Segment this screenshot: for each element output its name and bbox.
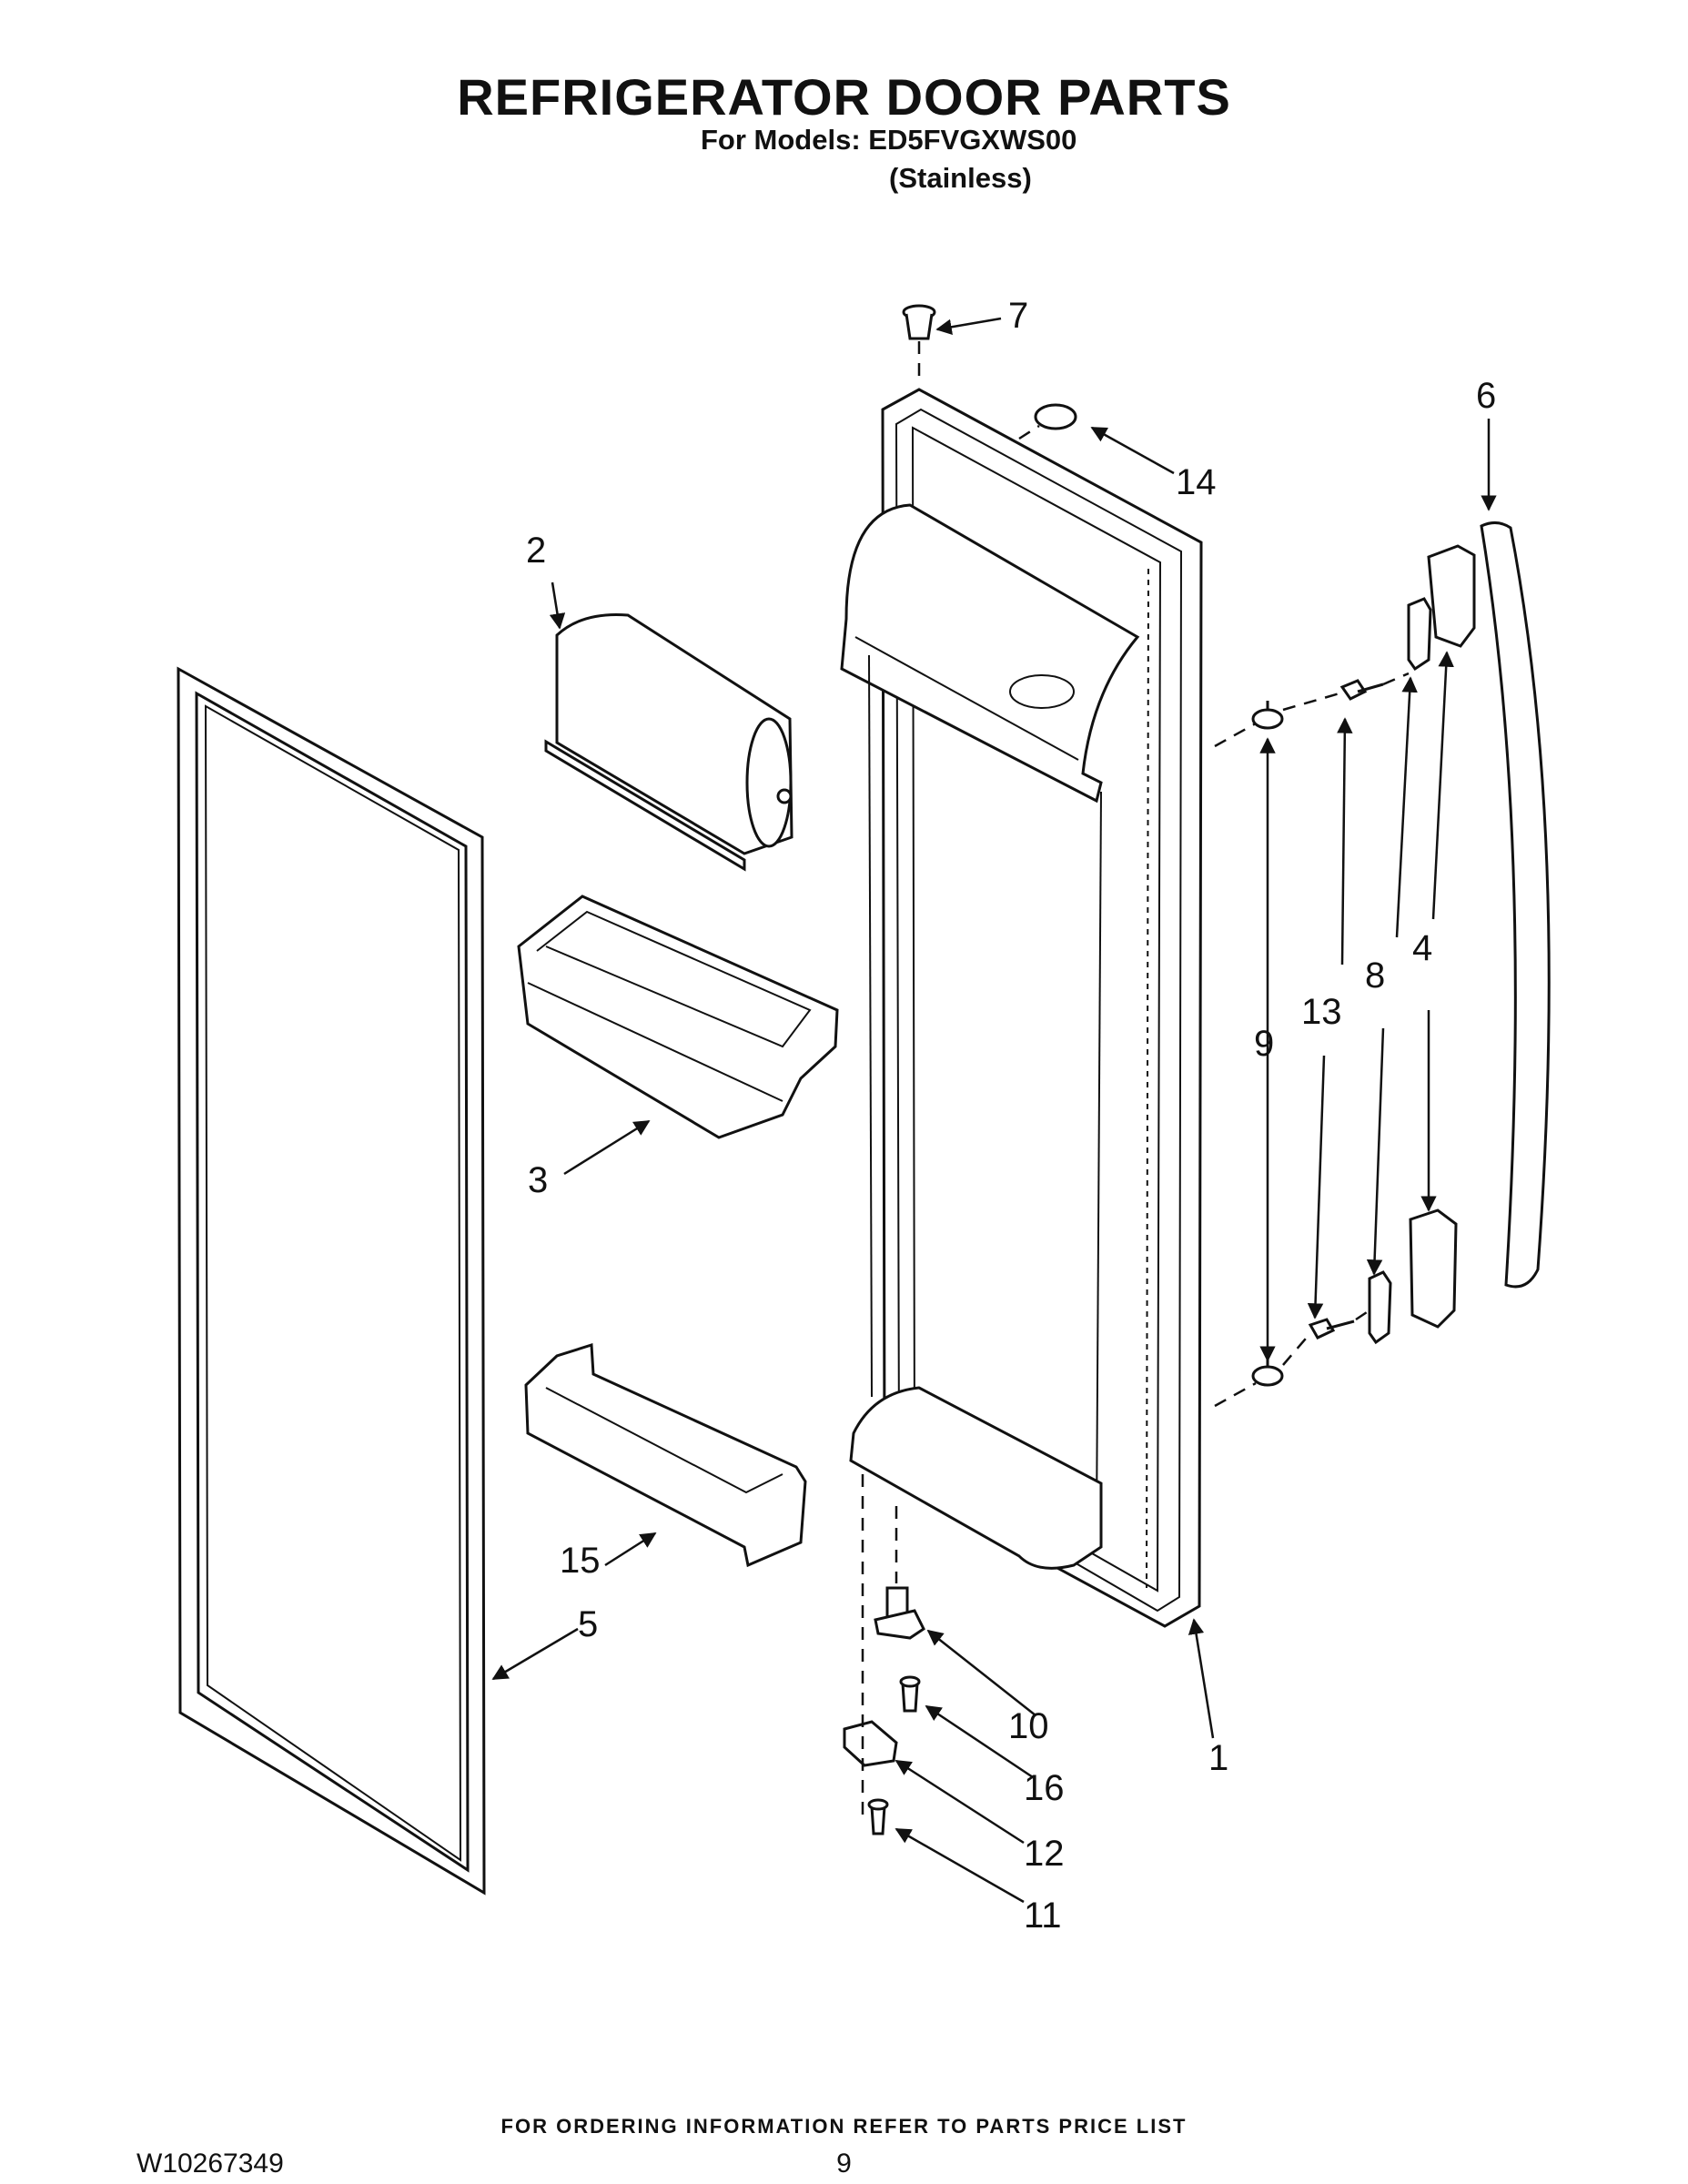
handle-screw-upper <box>1339 679 1384 701</box>
callout-8: 8 <box>1365 956 1385 996</box>
handle-end-cap-upper <box>1427 544 1476 648</box>
callout-7: 7 <box>1008 296 1028 336</box>
door-gasket <box>177 666 486 1896</box>
callout-10: 10 <box>1008 1706 1049 1746</box>
callout-16: 16 <box>1024 1768 1065 1808</box>
page-title: REFRIGERATOR DOOR PARTS <box>457 68 1231 126</box>
variant-line: (Stainless) <box>889 162 1032 194</box>
handle-stud-upper <box>1251 701 1284 730</box>
water-line-grommet <box>1034 403 1077 430</box>
callout-5: 5 <box>578 1604 598 1644</box>
callout-6: 6 <box>1476 376 1496 416</box>
hinge-pin-bracket <box>874 1586 925 1640</box>
callout-1: 1 <box>1208 1738 1228 1778</box>
callout-11: 11 <box>1024 1896 1062 1936</box>
hinge-screw <box>899 1675 921 1713</box>
door-assembly <box>840 388 1203 1628</box>
callout-13: 13 <box>1301 992 1342 1032</box>
callout-labels: 7 14 6 2 3 15 5 9 13 8 4 10 16 12 11 1 <box>526 296 1496 1936</box>
dairy-door-cover <box>544 613 793 872</box>
callout-9: 9 <box>1254 1024 1274 1064</box>
assembly-lines <box>861 341 1410 1820</box>
handle-end-cap-lower <box>1409 1208 1458 1329</box>
handle-stud-lower <box>1251 1358 1284 1387</box>
models-line: For Models: ED5FVGXWS00 <box>701 124 1077 156</box>
callout-15: 15 <box>560 1541 601 1581</box>
callout-12: 12 <box>1024 1834 1065 1874</box>
handle-screw-lower <box>1308 1318 1355 1340</box>
page-number: 9 <box>836 2149 852 2179</box>
hinge-mounting-screw <box>867 1798 889 1835</box>
ordering-info-note: FOR ORDERING INFORMATION REFER TO PARTS … <box>500 2115 1188 2138</box>
document-number: W10267349 <box>136 2149 284 2179</box>
callout-3: 3 <box>528 1160 548 1200</box>
handle-bracket-upper <box>1407 597 1432 672</box>
callout-14: 14 <box>1176 462 1217 502</box>
door-bin <box>517 895 839 1139</box>
door-plug <box>902 304 936 340</box>
callout-4: 4 <box>1412 928 1432 968</box>
leader-lines <box>491 317 1497 1904</box>
door-shelf-bar <box>524 1342 807 1568</box>
handle-bracket-lower <box>1368 1270 1392 1345</box>
door-handle <box>1480 521 1551 1289</box>
door-hinge <box>843 1720 898 1767</box>
callout-2: 2 <box>526 531 546 571</box>
